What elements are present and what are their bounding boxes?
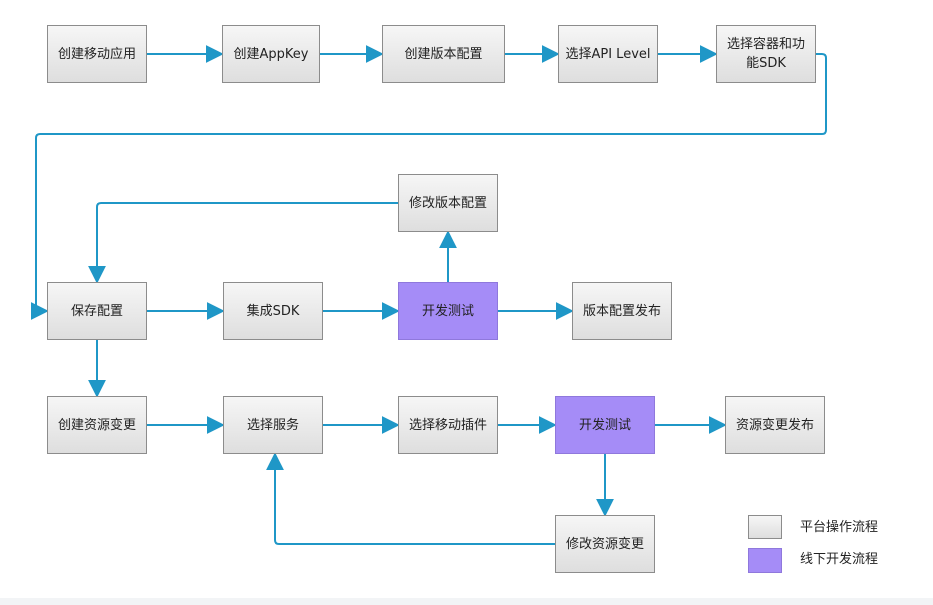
node-select-api-level: 选择API Level xyxy=(558,25,658,83)
arrow-modify-resource-to-service xyxy=(266,452,555,545)
node-integrate-sdk: 集成SDK xyxy=(223,282,323,340)
node-create-version-config: 创建版本配置 xyxy=(382,25,505,83)
node-create-app: 创建移动应用 xyxy=(47,25,147,83)
legend-platform-swatch xyxy=(748,515,782,539)
node-select-service: 选择服务 xyxy=(223,396,323,454)
node-modify-version-config: 修改版本配置 xyxy=(398,174,498,232)
arrow-container-sdk-to-save xyxy=(30,53,827,320)
node-create-resource-change: 创建资源变更 xyxy=(47,396,147,454)
legend-platform-label: 平台操作流程 xyxy=(800,520,879,535)
node-select-container-sdk: 选择容器和功能SDK xyxy=(716,25,816,83)
node-create-appkey: 创建AppKey xyxy=(222,25,320,83)
node-modify-resource-change: 修改资源变更 xyxy=(555,515,655,573)
node-publish-resource-change: 资源变更发布 xyxy=(725,396,825,454)
node-publish-version-config: 版本配置发布 xyxy=(572,282,672,340)
bottom-strip xyxy=(0,598,933,605)
node-dev-test-resource: 开发测试 xyxy=(555,396,655,454)
node-select-mobile-plugin: 选择移动插件 xyxy=(398,396,498,454)
node-save-config: 保存配置 xyxy=(47,282,147,340)
legend-offline-label: 线下开发流程 xyxy=(800,552,879,567)
legend-offline-swatch xyxy=(748,548,782,573)
arrow-modify-config-to-save xyxy=(88,202,398,284)
node-dev-test-version: 开发测试 xyxy=(398,282,498,340)
